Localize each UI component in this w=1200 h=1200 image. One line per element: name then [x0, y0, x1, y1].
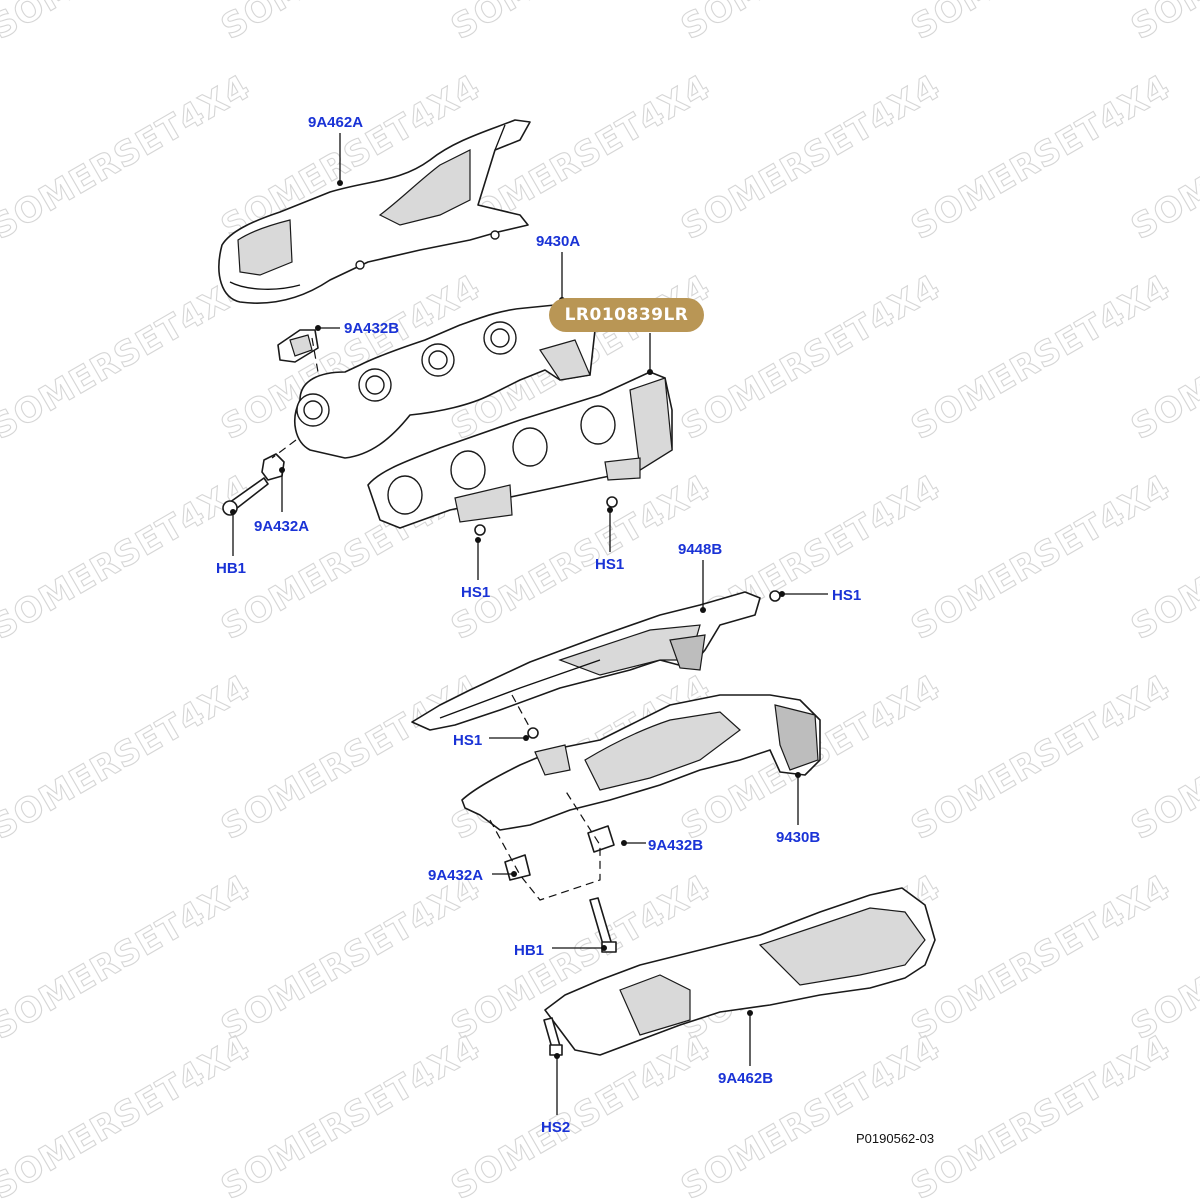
- callout-hs1-right[interactable]: HS1: [832, 587, 861, 604]
- callout-labels: 9A462A 9430A 9A432B 9A432A HB1 HS1 HS1 9…: [216, 114, 861, 1136]
- callout-hs2[interactable]: HS2: [541, 1119, 570, 1136]
- callout-9a432a-top[interactable]: 9A432A: [254, 518, 309, 535]
- stud-hs1-top-left[interactable]: [474, 524, 486, 536]
- callout-9a462b[interactable]: 9A462B: [718, 1070, 773, 1087]
- manifold-heat-shield-upper[interactable]: [367, 371, 673, 529]
- stud-hs1-right[interactable]: [769, 590, 781, 602]
- watermark-text: SOMERSET4X4: [675, 67, 948, 248]
- heat-shield-9a462a[interactable]: [218, 119, 531, 304]
- callout-9448b[interactable]: 9448B: [678, 541, 722, 558]
- callout-hs1-top-left[interactable]: HS1: [461, 584, 490, 601]
- watermark-text: SOMERSET4X4: [215, 667, 488, 848]
- callout-9a432b-top[interactable]: 9A432B: [344, 320, 399, 337]
- callout-9430a[interactable]: 9430A: [536, 233, 580, 250]
- callout-9a432a-bottom[interactable]: 9A432A: [428, 867, 483, 884]
- callout-9a462a[interactable]: 9A462A: [308, 114, 363, 131]
- drawing-number: P0190562-03: [856, 1131, 934, 1146]
- assembly-dash-line: [311, 337, 319, 373]
- heat-shield-9448b[interactable]: [411, 591, 761, 731]
- heat-shield-9a462b[interactable]: [544, 887, 936, 1056]
- watermark-text: SOMERSET4X4: [1125, 0, 1200, 48]
- watermark-text: SOMERSET4X4: [445, 0, 718, 48]
- exhaust-manifold-9430a[interactable]: [294, 304, 596, 459]
- watermark-text: SOMERSET4X4: [675, 267, 948, 448]
- leader-lines: [230, 133, 828, 1115]
- part-number-badge[interactable]: LR010839LR: [549, 298, 704, 332]
- watermark-text: SOMERSET4X4: [675, 0, 948, 48]
- callout-9430b[interactable]: 9430B: [776, 829, 820, 846]
- gasket-9a432b-bottom[interactable]: [587, 825, 615, 853]
- callout-hb1-top[interactable]: HB1: [216, 560, 246, 577]
- assembly-dash-line: [271, 439, 297, 459]
- bolt-hb1-top[interactable]: [222, 477, 269, 516]
- manifold-a-flange: [296, 321, 517, 427]
- watermark-text: SOMERSET4X4: [215, 867, 488, 1048]
- exhaust-manifold-9430b[interactable]: [461, 694, 821, 831]
- watermark-text: SOMERSET4X4: [905, 1027, 1178, 1200]
- gasket-9a432b-top[interactable]: [277, 329, 319, 363]
- callout-9a432b-bottom[interactable]: 9A432B: [648, 837, 703, 854]
- callout-hb1-bottom[interactable]: HB1: [514, 942, 544, 959]
- gasket-9a432a-bottom[interactable]: [504, 854, 531, 881]
- stud-hs1-top-right[interactable]: [606, 496, 618, 508]
- assembly-dash-line: [489, 789, 601, 901]
- assembly-dash-line: [511, 694, 531, 729]
- watermark-text: SOMERSET4X4: [215, 0, 488, 48]
- stud-hs1-middle[interactable]: [527, 727, 539, 739]
- watermark-text: SOMERSET4X4: [0, 0, 257, 48]
- callout-hs1-middle[interactable]: HS1: [453, 732, 482, 749]
- callout-hs1-top-right[interactable]: HS1: [595, 556, 624, 573]
